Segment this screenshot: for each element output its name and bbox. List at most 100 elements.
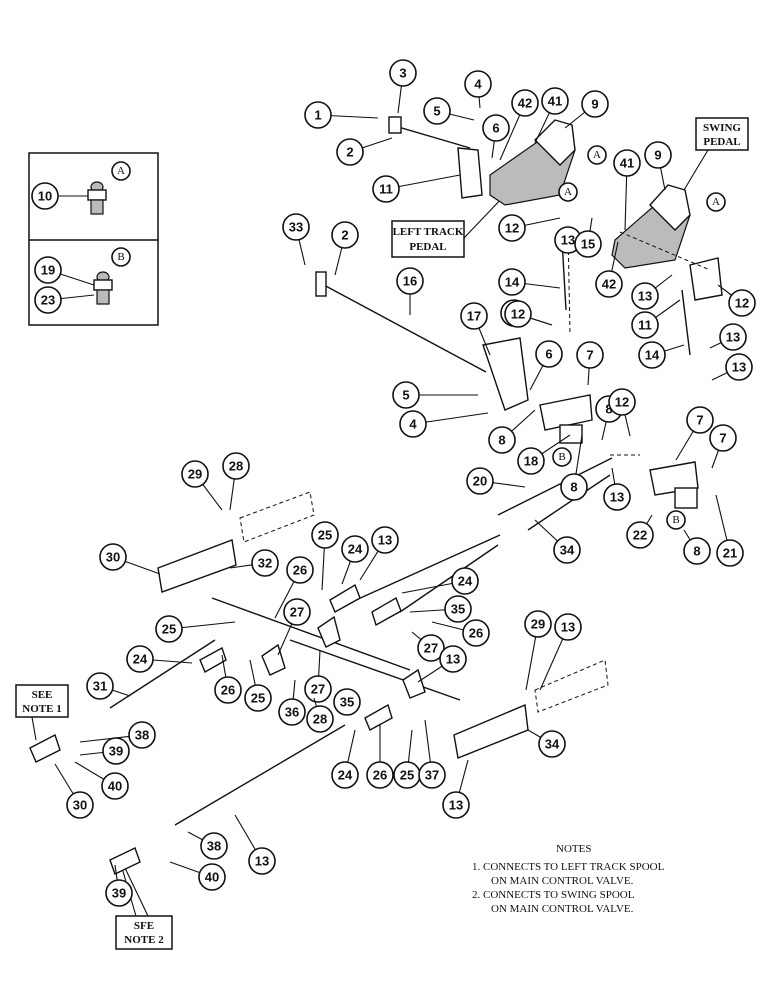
callout-number: 13 — [732, 360, 746, 375]
callout-number: 21 — [723, 546, 737, 561]
callout-22: 22 — [626, 514, 654, 549]
callout-number: 31 — [93, 679, 107, 694]
callout-circle — [333, 688, 361, 716]
detail-b-letter: B — [117, 251, 124, 263]
callout-number: 4 — [409, 417, 417, 432]
callout-35: 35 — [333, 688, 361, 716]
callout-13: 13 — [417, 645, 467, 683]
callout-circle — [517, 447, 545, 475]
callout-number: 14 — [505, 275, 520, 290]
callout-circle — [278, 698, 306, 726]
callout-2: 2 — [331, 221, 359, 276]
callout-number: 3 — [399, 66, 406, 81]
callout-11: 11 — [631, 299, 681, 339]
callout-27: 27 — [277, 598, 311, 656]
callout-circle — [626, 521, 654, 549]
callout-number: 25 — [251, 691, 265, 706]
callout-circle — [535, 340, 563, 368]
callout-circle — [372, 175, 400, 203]
callout-7: 7 — [576, 341, 604, 386]
callout-number: 30 — [106, 550, 120, 565]
part-drawings — [29, 116, 723, 875]
callout-circle — [417, 634, 445, 662]
callout-33: 33 — [282, 213, 310, 266]
callout-6: 6 — [529, 340, 563, 391]
callout-circle — [181, 460, 209, 488]
callout-number: 22 — [633, 528, 647, 543]
callout-number: 24 — [348, 542, 363, 557]
callout-number: 9 — [591, 97, 598, 112]
detail-letter-text: A — [564, 186, 572, 198]
callout-number: 32 — [258, 556, 272, 571]
callout-number: 8 — [605, 402, 612, 417]
callout-circle — [728, 289, 756, 317]
callout-circle — [498, 214, 526, 242]
callout-circle — [283, 598, 311, 626]
callout-circle — [538, 730, 566, 758]
swing-pedal-line1: SWING — [703, 122, 741, 134]
callout-13: 13 — [234, 814, 276, 875]
callout-circle — [686, 406, 714, 434]
callout-number: 13 — [561, 233, 575, 248]
grease-fitting-a — [87, 181, 107, 215]
callout-circle — [482, 114, 510, 142]
callout-32: 32 — [229, 549, 279, 577]
callout-38: 38 — [79, 721, 156, 749]
callout-circle — [102, 737, 130, 765]
callout-number: 28 — [229, 459, 243, 474]
callout-number: 13 — [638, 289, 652, 304]
callout-8: 8 — [560, 434, 588, 501]
see-note-1-label: SEE NOTE 1 — [15, 684, 69, 741]
callout-circle — [331, 761, 359, 789]
callout-29: 29 — [524, 610, 552, 691]
callout-number: 27 — [290, 605, 304, 620]
callout-number: 8 — [570, 480, 577, 495]
callout-number: 25 — [400, 768, 414, 783]
callout-circle — [442, 791, 470, 819]
callout-number: 34 — [545, 737, 560, 752]
callout-circle — [451, 567, 479, 595]
callout-circle — [392, 381, 420, 409]
callout-11: 11 — [372, 174, 461, 203]
callout-34: 34 — [534, 519, 581, 564]
callout-number: 13 — [561, 620, 575, 635]
callout-number: 35 — [451, 602, 465, 617]
callout-27: 27 — [411, 631, 445, 662]
callout-number: 6 — [545, 347, 552, 362]
callout-number: 38 — [135, 728, 149, 743]
callout-number: 24 — [458, 574, 473, 589]
callout-28: 28 — [222, 452, 250, 511]
callout-26: 26 — [431, 619, 490, 647]
detail-letter-text: A — [593, 149, 601, 161]
see-note-2-line1: SFE — [134, 920, 154, 932]
callout-circle — [366, 761, 394, 789]
callout-number: 12 — [735, 296, 749, 311]
callout-circle — [371, 526, 399, 554]
callout-24: 24 — [401, 567, 479, 595]
callout-circle — [631, 311, 659, 339]
callout-number: 28 — [313, 712, 327, 727]
inset-callout-23: 23 — [34, 286, 95, 314]
callout-number: 2 — [341, 228, 348, 243]
callout-3: 3 — [389, 59, 417, 114]
callout-number: 26 — [293, 563, 307, 578]
callout-circle — [306, 705, 334, 733]
callout-7: 7 — [709, 424, 737, 469]
callout-13: 13 — [603, 467, 631, 511]
left-track-pedal-line1: LEFT TRACK — [393, 226, 464, 238]
callout-12: 12 — [717, 284, 756, 317]
callout-35: 35 — [409, 595, 472, 623]
callout-30: 30 — [54, 763, 94, 819]
callout-42: 42 — [499, 89, 539, 161]
callout-26: 26 — [274, 556, 314, 619]
callout-14: 14 — [638, 341, 685, 369]
callout-circle — [389, 59, 417, 87]
callout-30: 30 — [99, 543, 161, 575]
callout-circle — [251, 549, 279, 577]
callout-number: 18 — [524, 454, 538, 469]
callout-number: 13 — [449, 798, 463, 813]
callout-circle — [304, 675, 332, 703]
callout-circle — [282, 213, 310, 241]
note-2-line2: ON MAIN CONTROL VALVE. — [491, 903, 634, 915]
